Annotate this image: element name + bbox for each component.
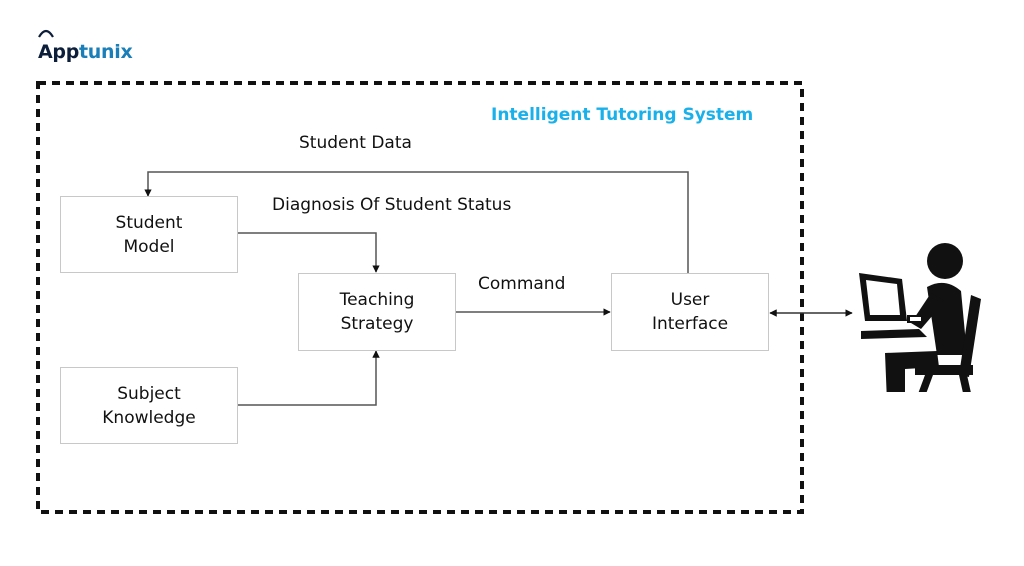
logo-arc-icon xyxy=(38,29,54,38)
person-at-laptop-icon xyxy=(859,243,981,392)
logo-text-tunix: tunix xyxy=(79,41,133,63)
student-model-line2: Model xyxy=(123,236,175,257)
student-model-line1: Student xyxy=(115,212,183,233)
system-boundary xyxy=(36,81,804,514)
student-data-connector xyxy=(144,171,689,273)
user-interface-line1: User xyxy=(670,290,710,310)
subject-knowledge-connector xyxy=(237,350,380,406)
system-title: Intelligent Tutoring System xyxy=(491,105,754,125)
command-label: Command xyxy=(478,274,566,294)
subject-knowledge-line2: Knowledge xyxy=(102,407,196,428)
teaching-strategy-line2: Strategy xyxy=(340,314,414,334)
diagnosis-connector xyxy=(237,232,380,273)
teaching-strategy-node: Teaching Strategy xyxy=(298,273,456,351)
diagnosis-label: Diagnosis Of Student Status xyxy=(272,195,512,215)
user-interface-node: User Interface xyxy=(611,273,769,351)
student-model-node: Student Model xyxy=(60,196,238,273)
subject-knowledge-line1: Subject xyxy=(117,383,181,404)
subject-knowledge-node: Subject Knowledge xyxy=(60,367,238,444)
teaching-strategy-line1: Teaching xyxy=(339,290,415,310)
logo-text-app: App xyxy=(38,41,80,63)
student-data-label: Student Data xyxy=(299,133,412,153)
user-interface-line2: Interface xyxy=(651,314,729,334)
